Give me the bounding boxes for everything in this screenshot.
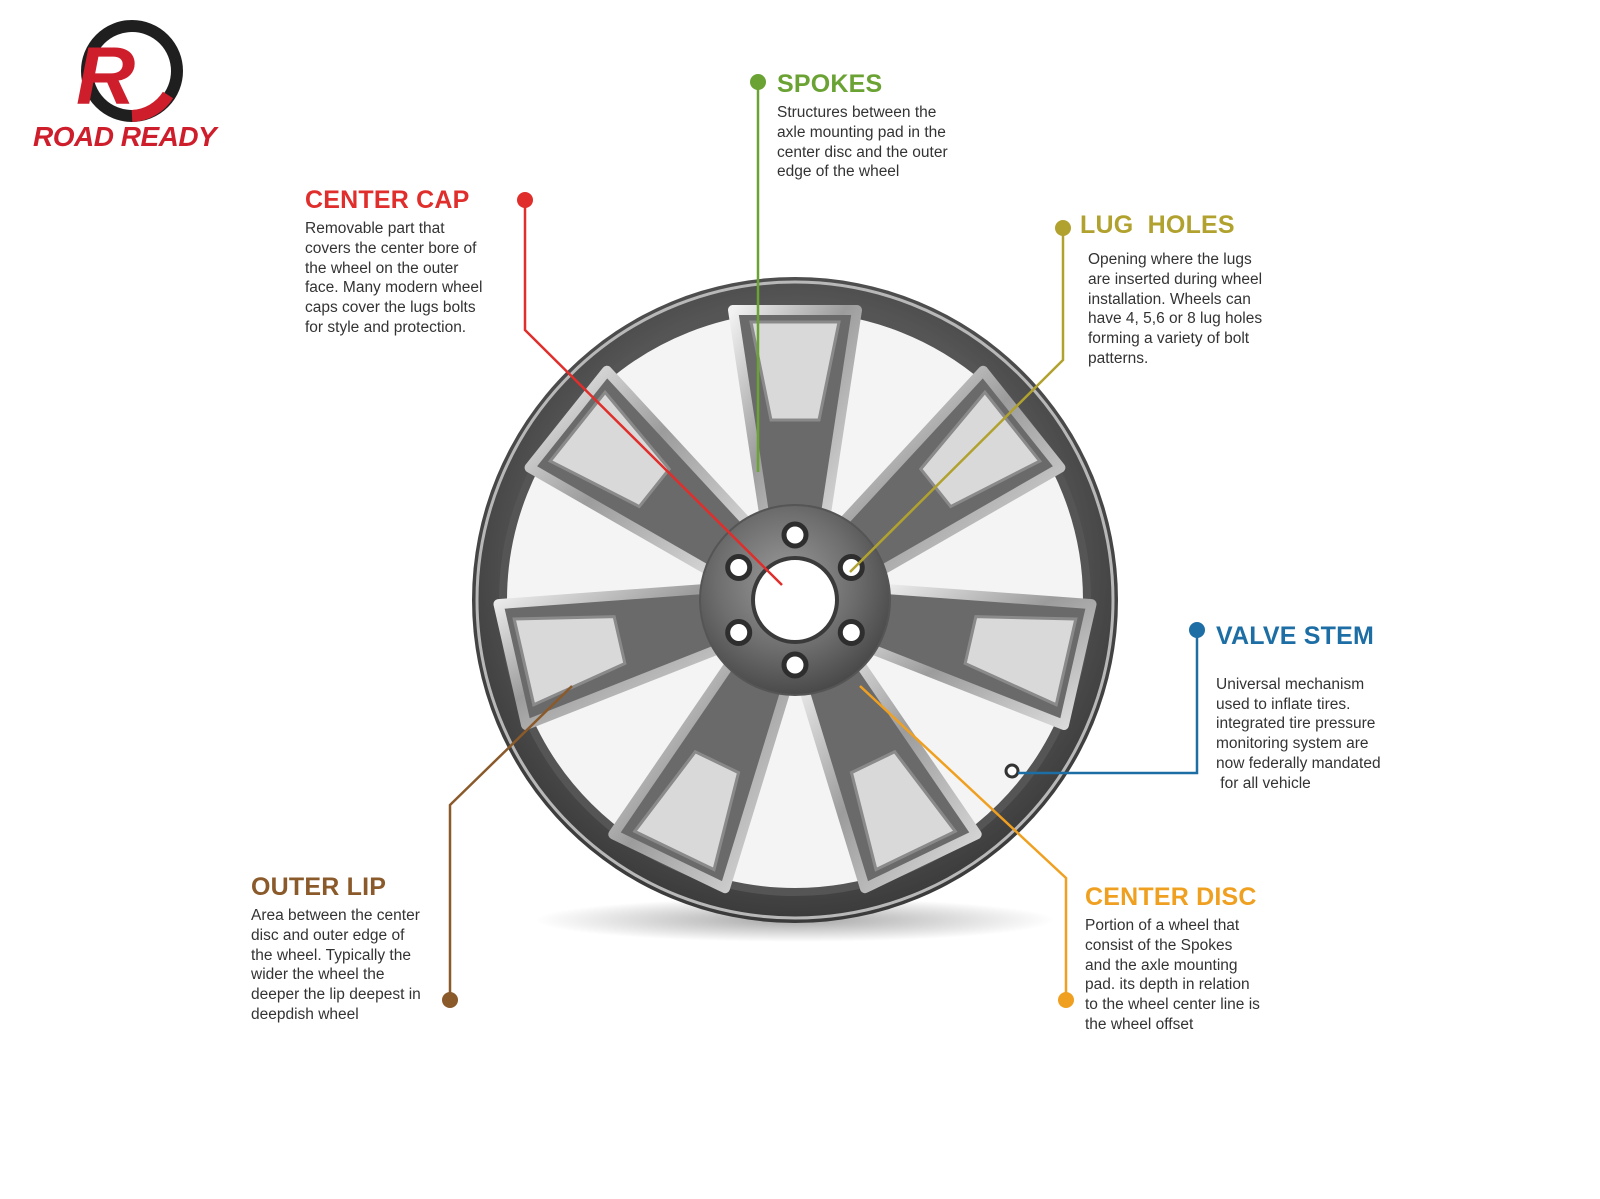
- spoke-chrome-pocket: [547, 389, 672, 509]
- dot-outer-lip: [442, 992, 458, 1008]
- dot-lug-holes: [1055, 220, 1071, 236]
- dot-center-disc: [1058, 992, 1074, 1008]
- leader-valve-stem: [1018, 630, 1199, 775]
- spoke-chrome-pocket: [512, 615, 627, 707]
- lug-hole: [837, 619, 865, 646]
- callout-title: CENTER CAP: [305, 186, 470, 214]
- spoke-chrome-pocket: [963, 615, 1078, 707]
- dot-center-cap: [517, 192, 533, 208]
- callout-center-disc: CENTER DISC Portion of a wheel that cons…: [1085, 883, 1260, 1035]
- lug-hole: [837, 554, 865, 581]
- brand-name: ROAD READY: [33, 121, 217, 152]
- leader-lines: [448, 82, 1199, 1000]
- callout-spokes: SPOKES Structures between the axle mount…: [777, 70, 948, 182]
- callout-center-cap: CENTER CAP Removable part that covers th…: [305, 186, 482, 338]
- callout-outer-lip: OUTER LIP Area between the center disc a…: [251, 873, 421, 1025]
- leader-center-cap: [523, 200, 783, 586]
- center-bore: [751, 556, 839, 644]
- road-ready-logo: R: [76, 20, 183, 122]
- callout-title: LUG HOLES: [1080, 211, 1235, 239]
- callout-title: OUTER LIP: [251, 873, 387, 901]
- callout-title: CENTER DISC: [1085, 883, 1257, 911]
- leader-lug-holes: [849, 228, 1065, 573]
- callout-text: Portion of a wheel that consist of the S…: [1085, 917, 1260, 1033]
- dot-valve-stem: [1189, 622, 1205, 638]
- leader-outer-lip: [448, 685, 573, 1000]
- spoke-chrome-pocket: [849, 749, 958, 872]
- lug-hole: [725, 619, 753, 646]
- valve-stem-hole: [1004, 763, 1020, 779]
- callout-text: Area between the center disc and outer e…: [251, 907, 421, 1023]
- callout-text: Removable part that covers the center bo…: [305, 220, 483, 336]
- spoke-chrome-pocket: [632, 749, 741, 872]
- callout-text: Structures between the axle mounting pad…: [777, 104, 948, 181]
- logo-ring-segment: [131, 91, 174, 122]
- logo-letter: R: [76, 31, 135, 122]
- callout-text: Opening where the lugs are inserted duri…: [1088, 251, 1263, 367]
- callout-title: VALVE STEM: [1216, 622, 1375, 650]
- leader-center-disc: [859, 685, 1068, 1000]
- lug-holes-group: [725, 521, 865, 679]
- outer-lip-highlight: [475, 280, 1115, 920]
- callout-title: SPOKES: [777, 70, 883, 98]
- lug-hole: [781, 651, 809, 679]
- lug-hole: [725, 554, 753, 581]
- spokes-group: [493, 305, 1097, 894]
- lug-hole: [781, 521, 809, 549]
- dot-spokes: [750, 74, 766, 90]
- callout-lug-holes: LUG HOLES Opening where the lugs are ins…: [1080, 211, 1262, 369]
- spoke-chrome-pocket: [918, 389, 1043, 509]
